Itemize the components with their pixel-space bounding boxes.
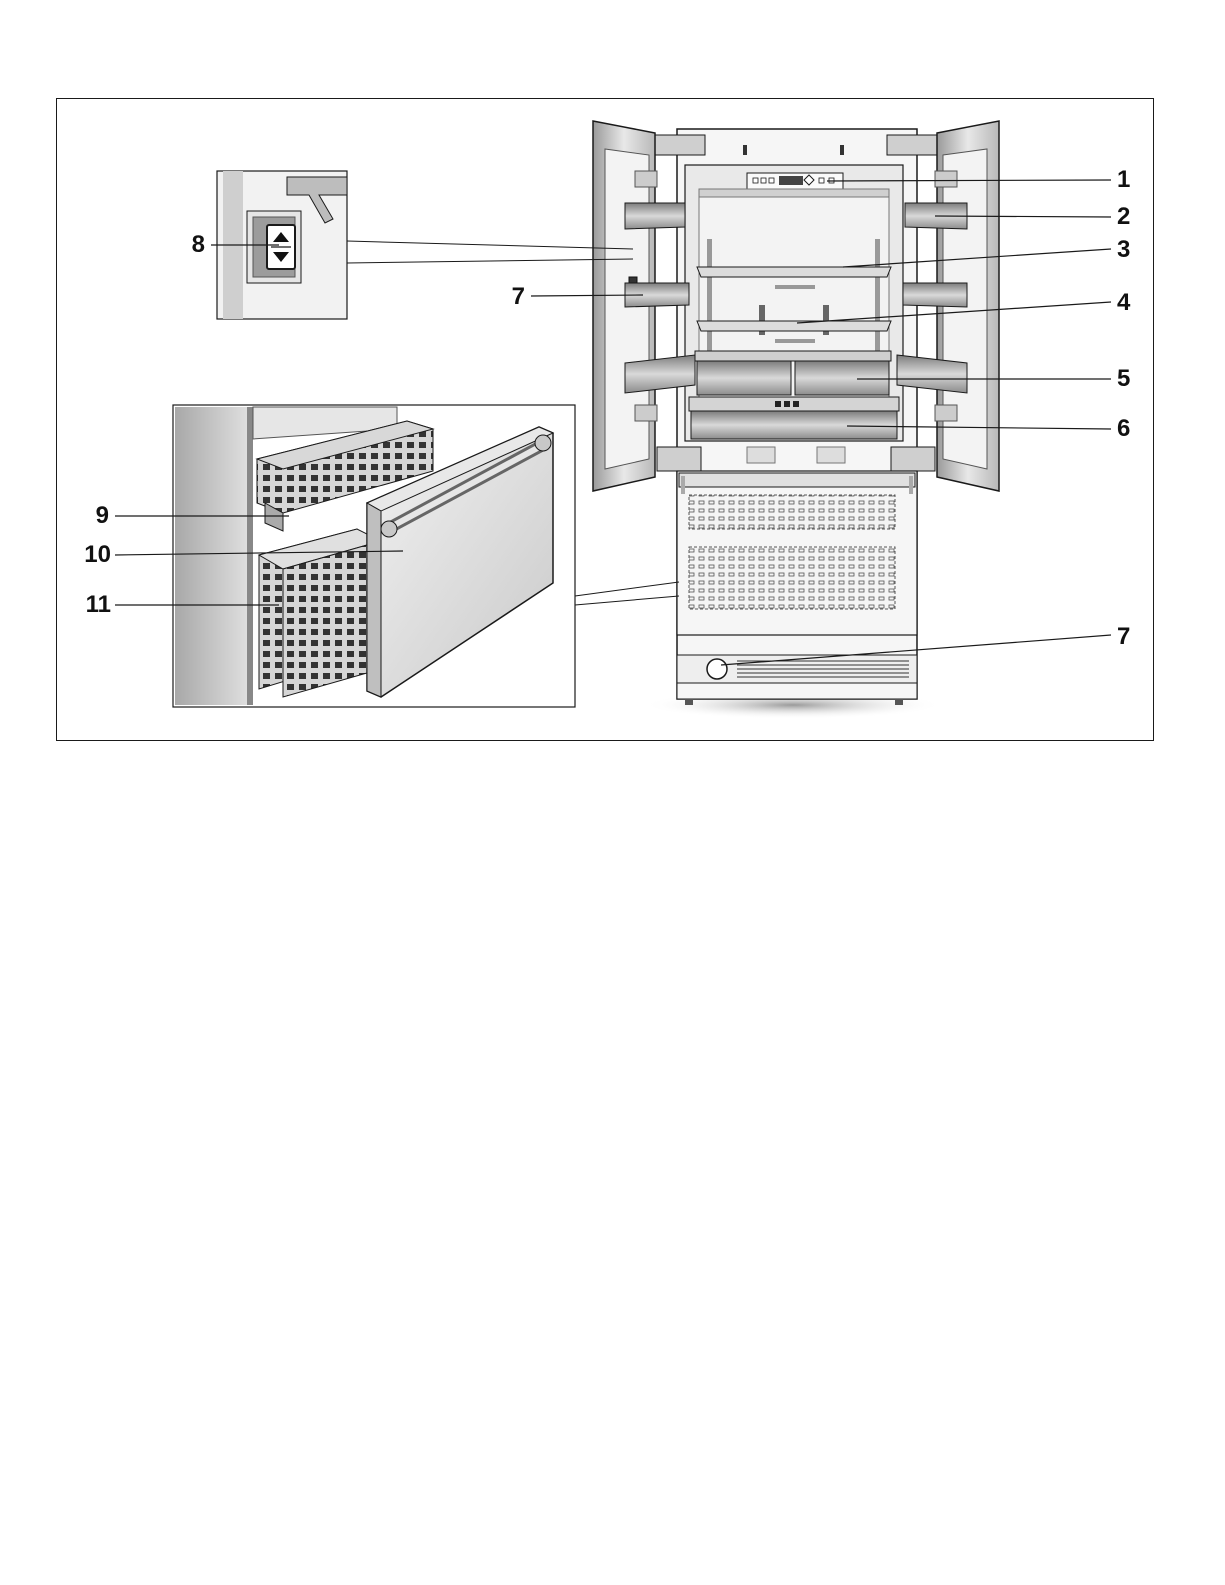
callout-5: 5 bbox=[1117, 367, 1147, 391]
callout-2: 2 bbox=[1117, 205, 1147, 229]
inset-connector-top bbox=[347, 241, 633, 249]
callout-11: 11 bbox=[71, 593, 111, 617]
refrigerator-illustration bbox=[57, 99, 1154, 741]
latch-right bbox=[840, 145, 844, 155]
shelf-light-upper bbox=[775, 285, 815, 289]
shelf-light-lower bbox=[775, 339, 815, 343]
shelf-upper bbox=[697, 267, 891, 277]
crisper-drawer-right bbox=[795, 361, 889, 395]
hinge-top-right bbox=[887, 135, 937, 155]
freezer-handle-bar bbox=[679, 473, 915, 487]
crisper-cover bbox=[695, 351, 891, 361]
callout-8: 8 bbox=[165, 233, 205, 257]
control-button-inset bbox=[217, 171, 633, 319]
figure-frame: 1 2 3 4 5 6 7 7 8 9 10 11 bbox=[56, 98, 1154, 741]
drawer-inset-connector-bottom bbox=[575, 596, 679, 605]
callout-1: 1 bbox=[1117, 168, 1147, 192]
refrigerator bbox=[593, 121, 999, 719]
freezer-handle-end-left bbox=[681, 476, 685, 494]
callout-4: 4 bbox=[1117, 291, 1147, 315]
base-plate bbox=[677, 683, 917, 699]
callout-10: 10 bbox=[71, 543, 111, 567]
control-display bbox=[779, 176, 803, 185]
foot-right bbox=[895, 699, 903, 705]
freezer-panel-upper bbox=[689, 495, 895, 529]
freezer-handle-end-right bbox=[909, 476, 913, 494]
inset-connector-bottom bbox=[347, 259, 633, 263]
kick-light-left bbox=[747, 447, 775, 463]
deli-drawer-handles bbox=[775, 401, 799, 407]
callout-7-door: 7 bbox=[485, 285, 525, 309]
shelf-lower bbox=[697, 321, 891, 331]
callout-6: 6 bbox=[1117, 417, 1147, 441]
crisper-drawer-left bbox=[697, 361, 791, 395]
door-right-bins bbox=[897, 171, 967, 421]
callout-9: 9 bbox=[69, 504, 109, 528]
hinge-bottom-left bbox=[657, 447, 701, 471]
door-left-bins bbox=[625, 171, 695, 421]
callout-3: 3 bbox=[1117, 238, 1147, 262]
hinge-top-left bbox=[655, 135, 705, 155]
top-light bbox=[699, 189, 889, 197]
deli-drawer bbox=[691, 411, 897, 439]
foot-left bbox=[685, 699, 693, 705]
latch-left bbox=[743, 145, 747, 155]
kick-light-right bbox=[817, 447, 845, 463]
drawer-inset-connector-top bbox=[575, 582, 679, 596]
callout-7-toekick: 7 bbox=[1117, 625, 1147, 649]
freezer-panel-lower bbox=[689, 547, 895, 609]
toe-kick-light-switch bbox=[707, 659, 727, 679]
hinge-bottom-right bbox=[891, 447, 935, 471]
